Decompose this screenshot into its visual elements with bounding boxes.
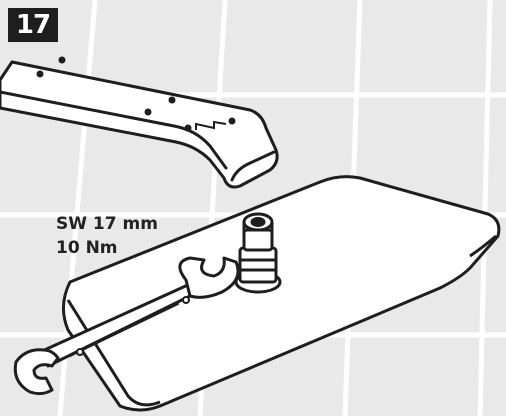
torque-label: 10 Nm xyxy=(56,238,118,258)
shower-head-plate-icon xyxy=(62,175,501,412)
step-number-badge: 17 xyxy=(8,8,58,42)
threaded-connector-icon xyxy=(234,212,282,294)
wrench-size-label: SW 17 mm xyxy=(56,214,158,234)
shower-arm-icon xyxy=(0,60,279,189)
arm-nozzle-dots xyxy=(36,56,236,132)
open-end-wrench-icon xyxy=(13,256,240,396)
